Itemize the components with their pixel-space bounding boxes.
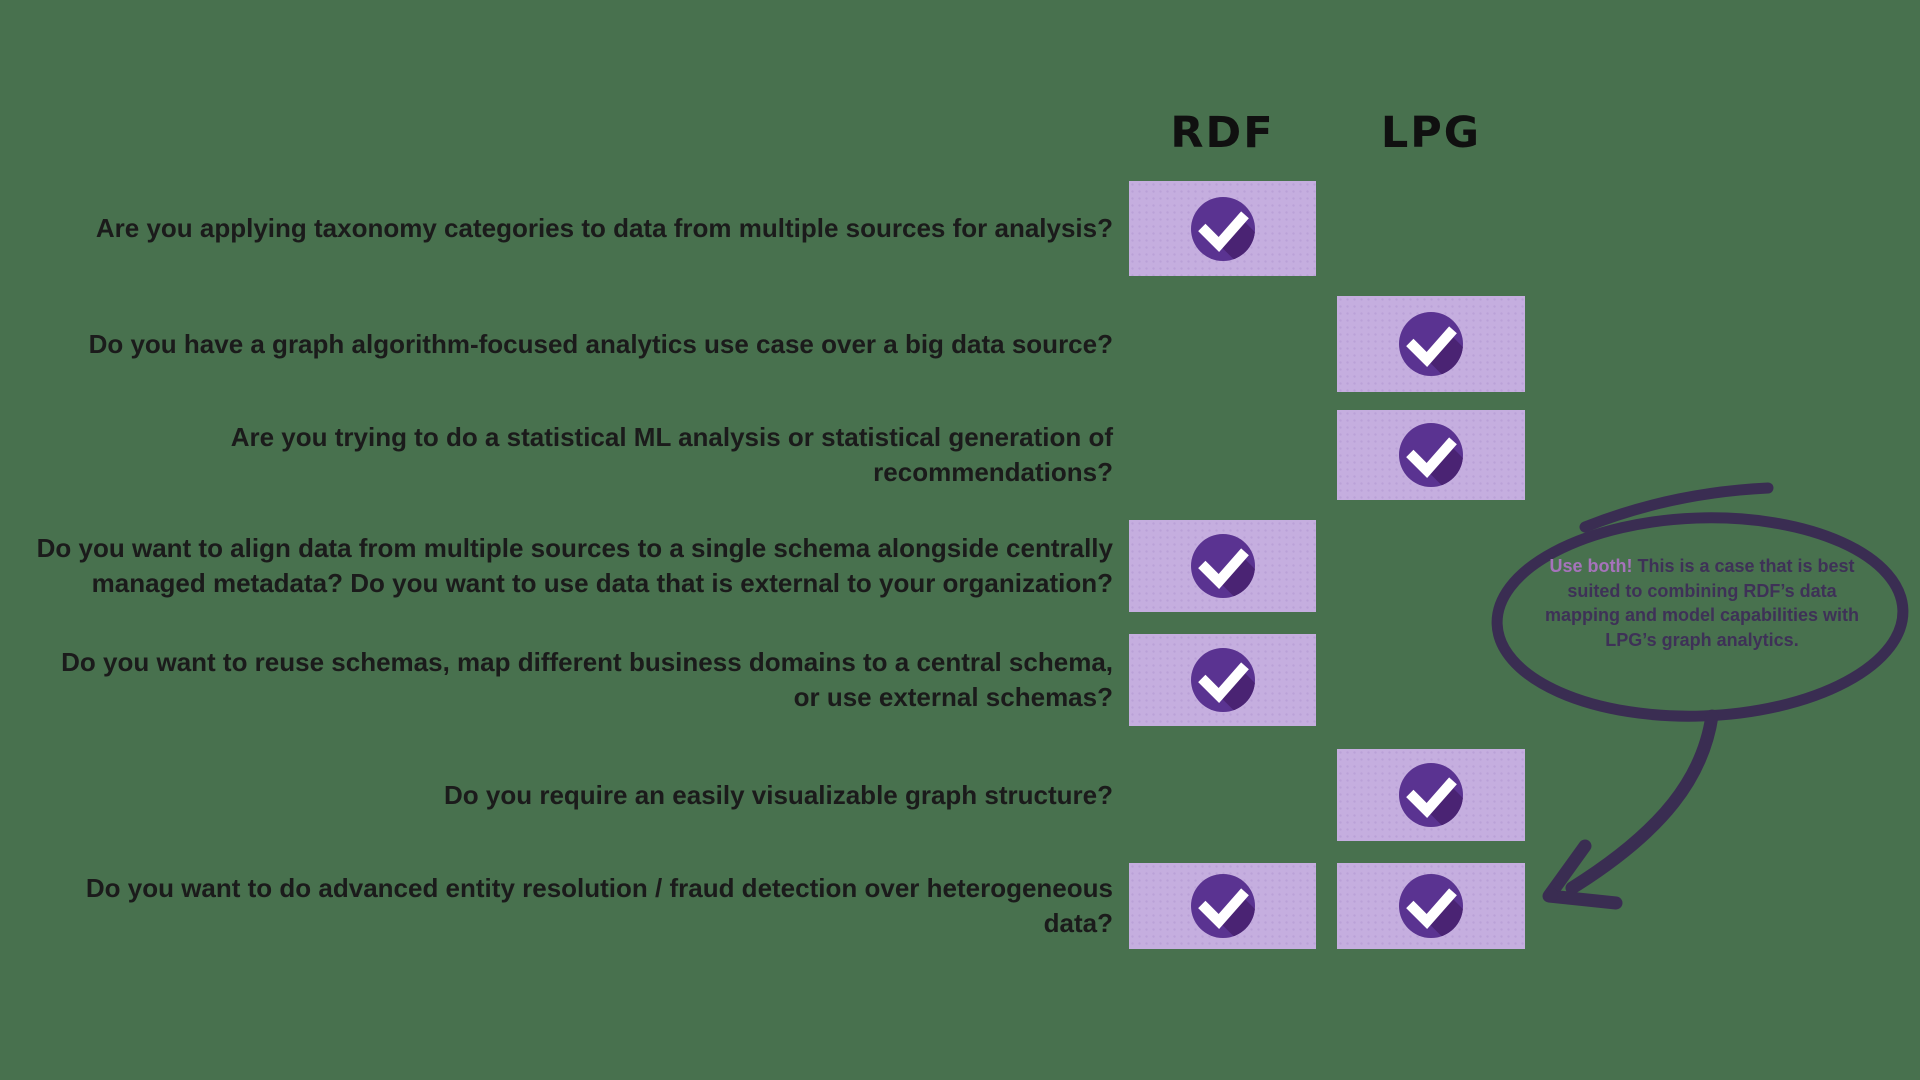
annotation-lead: Use both! <box>1549 556 1633 576</box>
rdf-cell <box>1129 181 1316 276</box>
question-row: Are you applying taxonomy categories to … <box>0 181 1920 276</box>
check-icon <box>1190 534 1255 598</box>
check-icon <box>1399 874 1463 938</box>
question-text: Do you want to align data from multiple … <box>36 533 1113 598</box>
question-row: Do you require an easily visualizable gr… <box>0 749 1920 841</box>
annotation-body: This is a case that is best suited to co… <box>1544 556 1860 650</box>
lpg-cell <box>1337 749 1525 841</box>
rdf-cell <box>1129 634 1316 726</box>
rdf-cell <box>1129 520 1316 612</box>
check-icon <box>1190 196 1255 261</box>
annotation-bubble-text: Use both! This is a case that is best su… <box>1537 554 1867 652</box>
question-text: Do you want to reuse schemas, map differ… <box>61 647 1113 712</box>
lpg-cell <box>1337 863 1525 949</box>
check-icon <box>1399 423 1463 487</box>
question-row: Do you want to align data from multiple … <box>0 520 1920 612</box>
question-text: Do you have a graph algorithm-focused an… <box>88 328 1113 359</box>
lpg-cell <box>1337 410 1525 500</box>
question-row: Do you want to do advanced entity resolu… <box>0 863 1920 949</box>
question-text: Are you trying to do a statistical ML an… <box>230 422 1113 487</box>
question-row: Do you have a graph algorithm-focused an… <box>0 296 1920 392</box>
check-icon <box>1190 648 1255 712</box>
question-text: Are you applying taxonomy categories to … <box>95 213 1113 243</box>
check-icon <box>1399 763 1463 827</box>
column-header-rdf: RDF <box>1170 108 1275 158</box>
lpg-cell <box>1337 296 1525 392</box>
question-text: Do you require an easily visualizable gr… <box>444 779 1113 810</box>
question-row: Do you want to reuse schemas, map differ… <box>0 634 1920 726</box>
check-icon <box>1190 874 1255 938</box>
column-header-lpg: LPG <box>1380 108 1482 158</box>
question-text: Do you want to do advanced entity resolu… <box>85 873 1113 938</box>
check-icon <box>1399 312 1463 376</box>
question-row: Are you trying to do a statistical ML an… <box>0 410 1920 500</box>
rdf-cell <box>1129 863 1316 949</box>
